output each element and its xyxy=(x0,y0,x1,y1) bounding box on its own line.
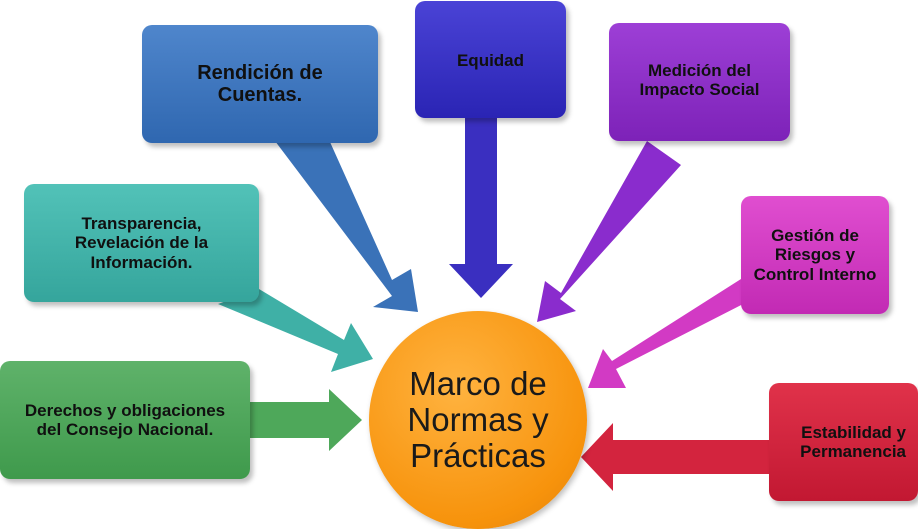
node-label: Equidad xyxy=(456,51,525,70)
node-transparencia: Transparencia, Revelación de la Informac… xyxy=(24,184,259,302)
node-label: Transparencia, Revelación de la Informac… xyxy=(74,214,209,272)
node-rendicion-de-cuentas: Rendición de Cuentas. xyxy=(142,25,378,143)
arrow-equidad xyxy=(449,117,513,298)
node-label: Gestión de Riesgos y Control Interno xyxy=(753,226,877,284)
center-label: Marco de Normas y Prácticas xyxy=(407,364,549,475)
arrow-rendicion xyxy=(275,113,418,312)
node-equidad: Equidad xyxy=(415,1,566,118)
node-gestion-de-riesgos: Gestión de Riesgos y Control Interno xyxy=(741,196,889,314)
node-estabilidad-y-permanencia: Estabilidad y Permanencia xyxy=(769,383,918,501)
node-label: Medición del Impacto Social xyxy=(639,61,760,100)
center-node-marco-de-normas: Marco de Normas y Prácticas xyxy=(369,311,587,529)
arrow-medicion xyxy=(537,141,681,322)
arrow-estabilidad xyxy=(581,423,769,491)
node-label: Rendición de Cuentas. xyxy=(197,61,323,106)
node-label: Estabilidad y Permanencia xyxy=(800,422,906,461)
arrow-gestion xyxy=(588,279,749,388)
node-derechos-y-obligaciones: Derechos y obligaciones del Consejo Naci… xyxy=(0,361,250,479)
arrow-derechos xyxy=(250,389,362,451)
arrow-transparencia xyxy=(218,289,373,372)
node-label: Derechos y obligaciones del Consejo Naci… xyxy=(24,400,226,439)
node-medicion-impacto-social: Medición del Impacto Social xyxy=(609,23,790,141)
